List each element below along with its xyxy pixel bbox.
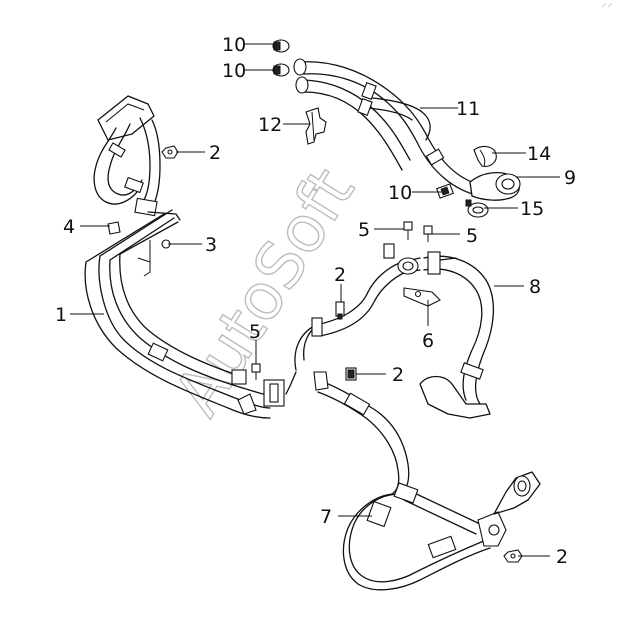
- part-10-clip-upper: [272, 39, 290, 77]
- callout-9: 9: [564, 167, 576, 189]
- part-12-bracket: [305, 107, 327, 145]
- callout-4: 4: [63, 216, 75, 238]
- part-15-clamp: [465, 199, 489, 218]
- part-6-bracket: [403, 287, 441, 307]
- part-5-bolt-a: [403, 221, 413, 240]
- callout-3: 3: [205, 234, 217, 256]
- callout-6: 6: [422, 330, 434, 352]
- part-2-nut-upper: [161, 145, 179, 159]
- part-7-hose: [313, 371, 541, 591]
- callout-10-top: 10: [222, 34, 246, 56]
- callout-11: 11: [456, 98, 480, 120]
- part-2-nut-middle: [335, 301, 345, 320]
- corner-mark: [601, 2, 613, 8]
- part-8-hose: [419, 251, 495, 419]
- callout-2-bottom: 2: [556, 546, 568, 568]
- callout-12: 12: [258, 114, 282, 136]
- callout-10-middle: 10: [388, 182, 412, 204]
- part-3-bolt: [137, 239, 171, 277]
- callout-10-upper: 10: [222, 60, 246, 82]
- middle-tube: [285, 243, 421, 395]
- part-9-hose-elbow: [469, 171, 521, 201]
- part-11-heater-hoses: [293, 58, 481, 197]
- callout-1: 1: [55, 304, 67, 326]
- part-10-clip-middle: [436, 183, 454, 199]
- part-5-bolt-b: [423, 225, 433, 242]
- callout-14: 14: [527, 143, 551, 165]
- part-14-clamp: [473, 145, 497, 167]
- callout-7: 7: [320, 506, 332, 528]
- callout-8: 8: [529, 276, 541, 298]
- part-2-nut-right: [345, 367, 357, 381]
- callout-2-upper: 2: [209, 142, 221, 164]
- callout-5-b: 5: [466, 225, 478, 247]
- callout-5-c: 5: [249, 321, 261, 343]
- callout-15: 15: [520, 198, 544, 220]
- leader-lines: [70, 43, 560, 557]
- part-2-nut-bottom: [503, 549, 523, 563]
- part-4-clip: [107, 221, 121, 235]
- callout-2-middle: 2: [334, 264, 346, 286]
- callout-labels: 10 10 12 11 14 9 10 15 5 5 2 4 3 1 2 6 8…: [55, 34, 576, 568]
- part-1-ac-line: [84, 95, 285, 419]
- callout-2-right: 2: [392, 364, 404, 386]
- callout-5-a: 5: [358, 219, 370, 241]
